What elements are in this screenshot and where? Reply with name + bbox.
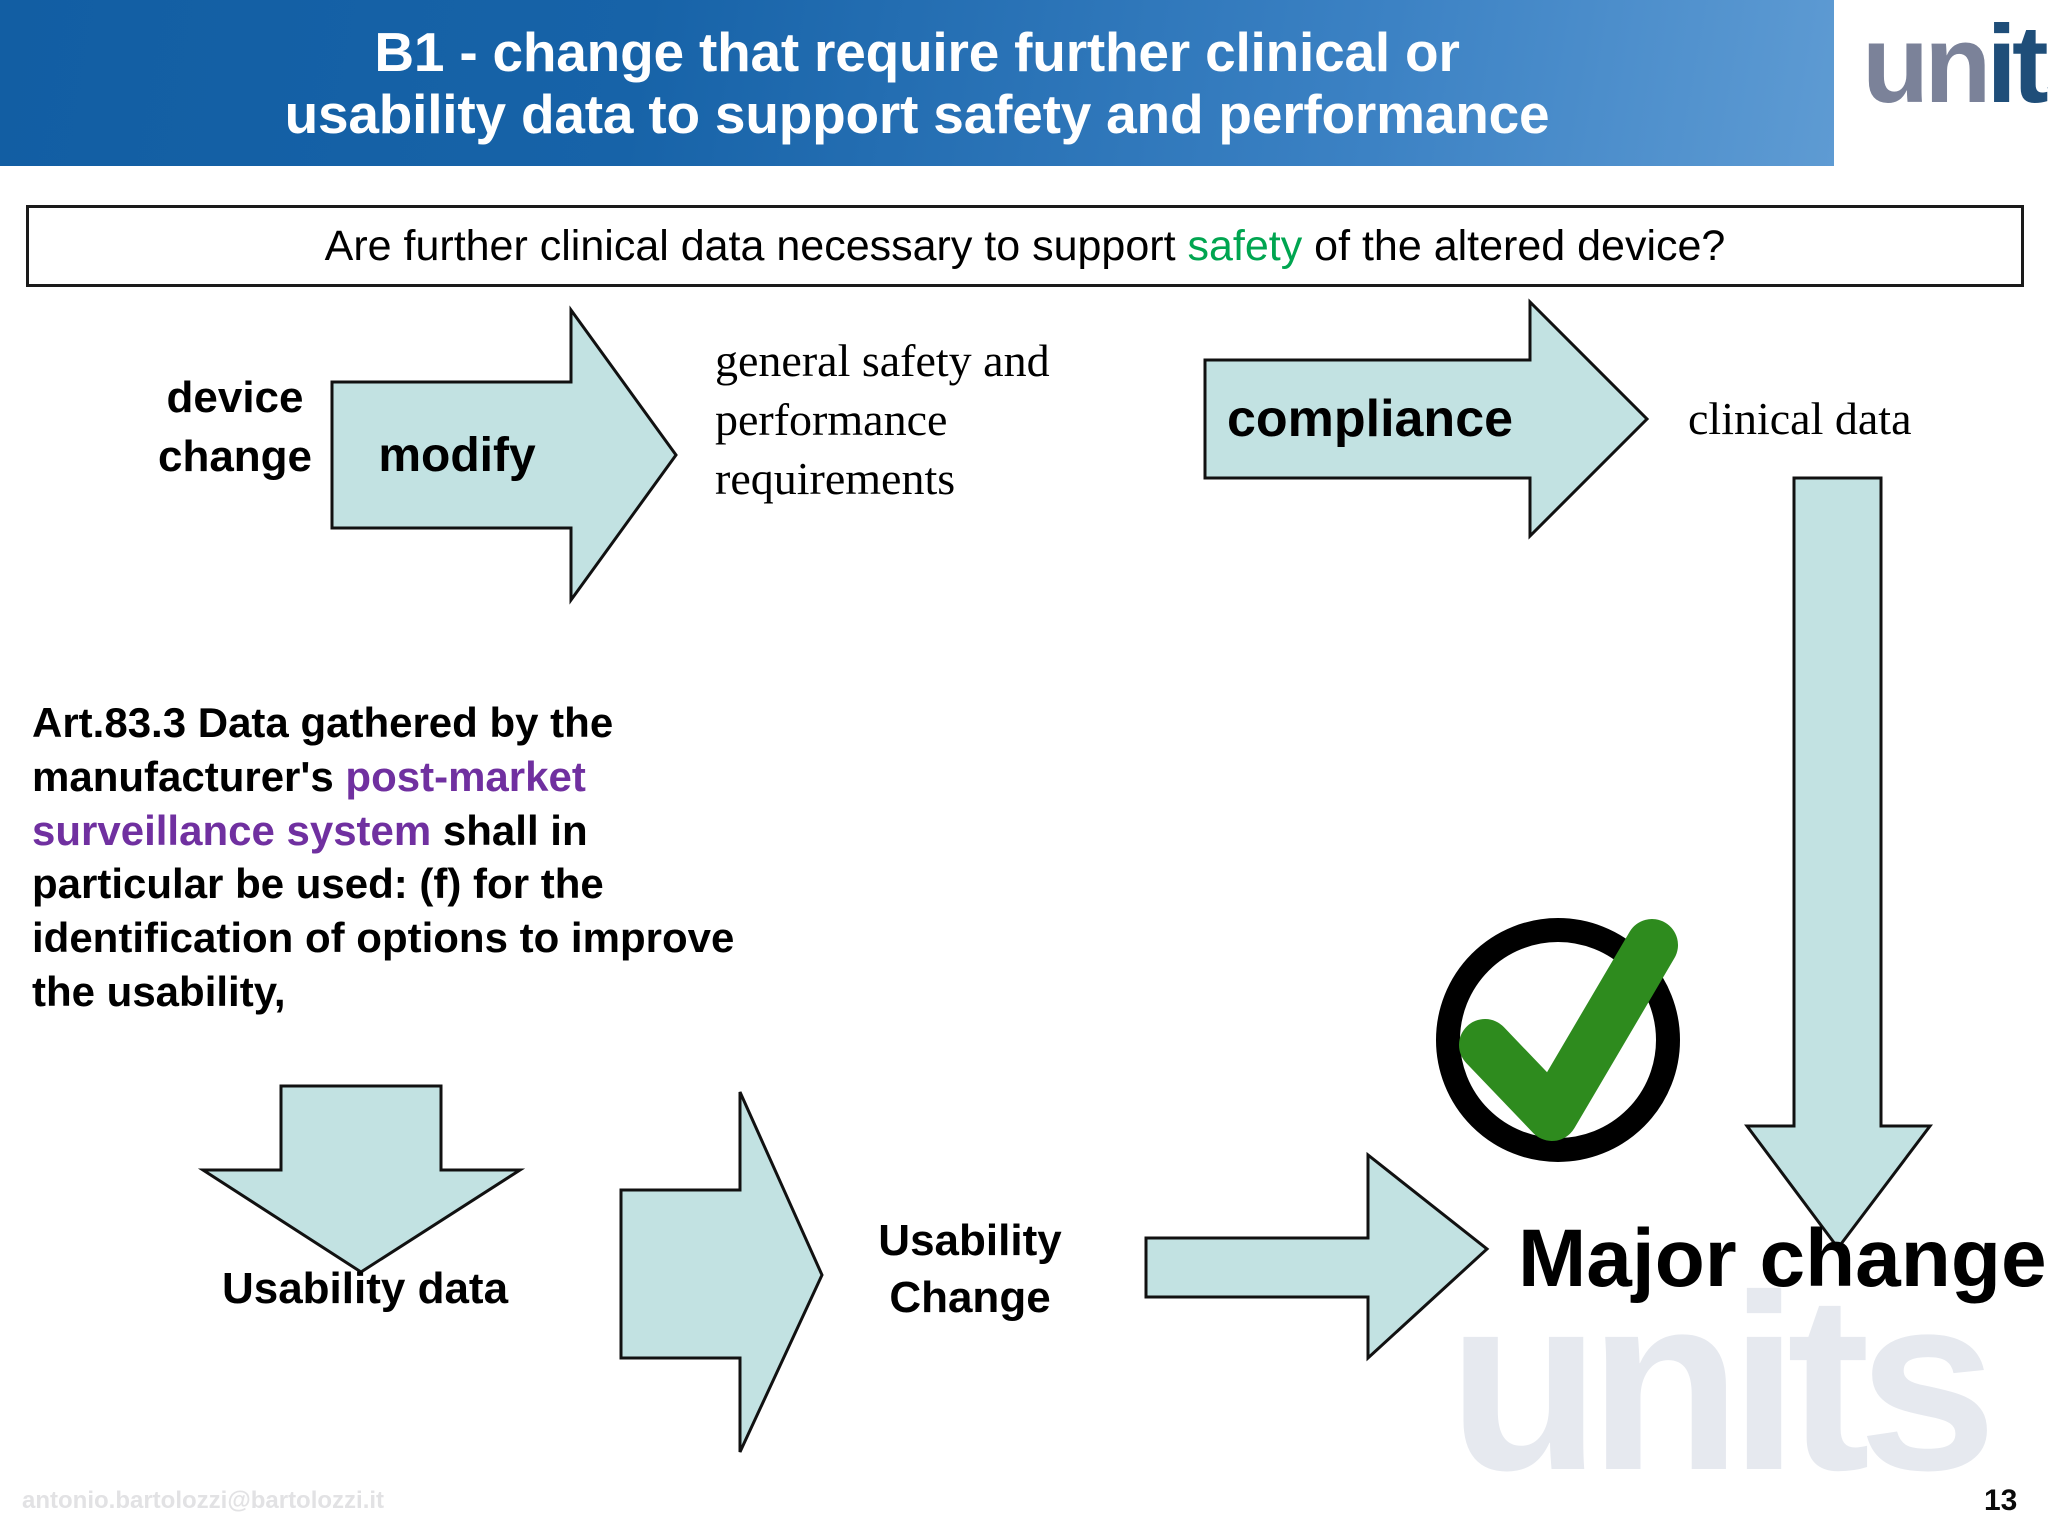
- label-gspr-line2: performance: [715, 393, 948, 445]
- footer-email: antonio.bartolozzi@bartolozzi.it: [22, 1487, 385, 1514]
- label-usability-data: Usability data: [221, 1264, 509, 1313]
- label-gspr: general safety and performance requireme…: [715, 332, 1185, 509]
- article-83-3-text: Art.83.3 Data gathered by the manufactur…: [32, 696, 772, 1019]
- arrow-usability-change: [619, 1091, 824, 1453]
- question-text-before: Are further clinical data necessary to s…: [324, 221, 1188, 270]
- label-usability-change-line2: Change: [889, 1273, 1051, 1323]
- arrow-modify-label: modify: [378, 428, 536, 482]
- logo-segment-its: its: [1986, 3, 2048, 126]
- question-text: Are further clinical data necessary to s…: [325, 222, 1726, 271]
- label-gspr-line1: general safety and: [715, 335, 1050, 386]
- check-circle-icon: [1436, 918, 1680, 1162]
- label-major-change: Major change: [1518, 1213, 2047, 1304]
- label-gspr-line3: requirements: [715, 452, 956, 504]
- question-highlight-safety: safety: [1187, 221, 1303, 270]
- label-device-change: device change: [140, 368, 330, 487]
- arrow-compliance-label: compliance: [1226, 390, 1514, 448]
- units-watermark: units: [1448, 1243, 1997, 1522]
- article-highlight-pms: post-market surveillance system: [32, 752, 586, 854]
- question-text-after: of the altered device?: [1302, 221, 1726, 270]
- label-usability-change: Usability Change: [845, 1212, 1095, 1326]
- page-title: B1 - change that require further clinica…: [284, 20, 1550, 145]
- arrow-usability-data-down: [197, 1084, 526, 1274]
- label-usability-change-line1: Usability: [878, 1216, 1062, 1265]
- page-number: 13: [1984, 1484, 2018, 1517]
- units-logo: units: [1862, 10, 2048, 120]
- article-segment-2: shall in particular be used: (f) for the…: [32, 806, 735, 1015]
- logo-segment-un: un: [1862, 3, 1991, 126]
- label-device-change-line2: change: [157, 432, 313, 482]
- label-device-change-line1: device: [166, 373, 304, 422]
- article-segment-1: Art.83.3 Data gathered by the manufactur…: [32, 699, 614, 800]
- question-box: Are further clinical data necessary to s…: [26, 205, 2024, 287]
- arrow-major-change: [1144, 1151, 1490, 1362]
- label-clinical-data: clinical data: [1688, 393, 1912, 444]
- title-banner: B1 - change that require further clinica…: [0, 0, 1834, 166]
- arrow-clinical-data-down: [1744, 476, 1934, 1251]
